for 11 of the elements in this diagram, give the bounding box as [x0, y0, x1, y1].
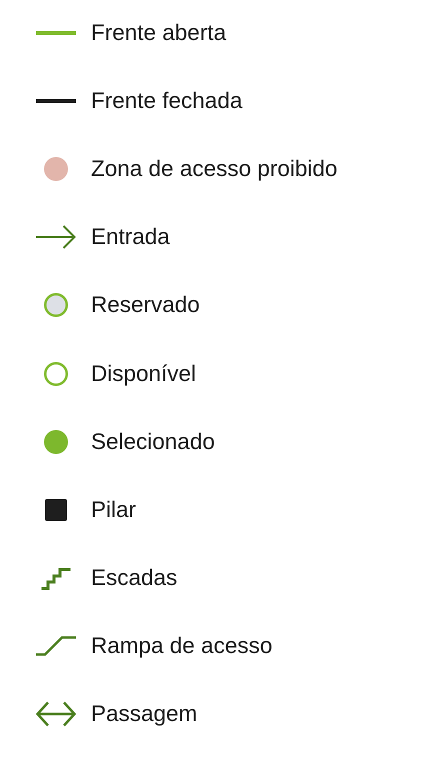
legend-label: Zona de acesso proibido — [91, 155, 338, 184]
legend-label: Escadas — [91, 564, 178, 592]
legend-label: Frente aberta — [91, 19, 226, 47]
legend-label: Entrada — [91, 223, 170, 252]
legend-label: Rampa de acesso — [91, 632, 272, 660]
legend-label: Reservado — [91, 291, 200, 320]
legend-label: Pilar — [91, 496, 136, 524]
legend-label: Disponível — [91, 360, 196, 388]
legend-label: Frente fechada — [91, 87, 242, 116]
legend-label: Selecionado — [91, 428, 215, 456]
legend-label: Passagem — [91, 700, 198, 728]
